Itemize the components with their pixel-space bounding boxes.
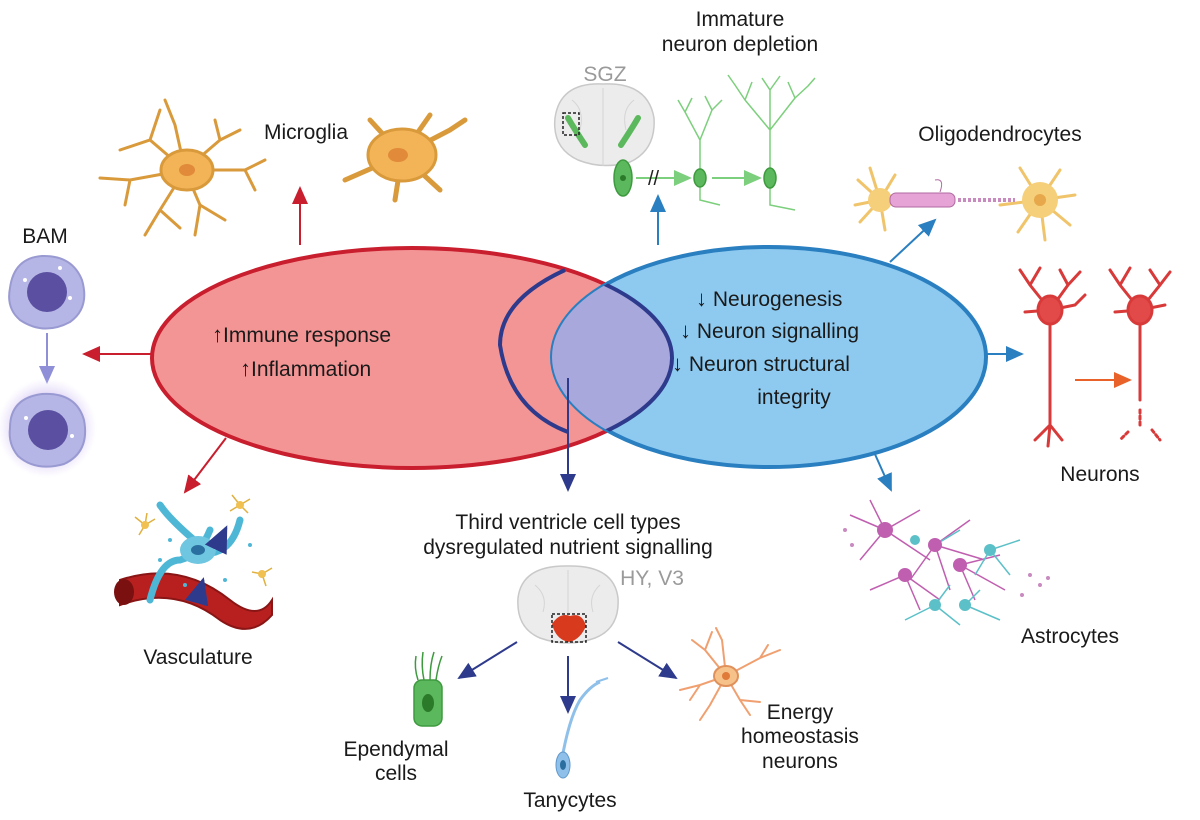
bam-icon xyxy=(8,254,86,330)
arrow-to-vasculature xyxy=(183,437,227,494)
down-arrow-icon: ↓ xyxy=(696,286,707,311)
down-arrow-icon: ↓ xyxy=(680,318,691,343)
label-ependymal-2: cells xyxy=(374,762,417,785)
arrow-to-ependymal xyxy=(457,641,518,680)
ellipse-item-inflammation: ↑Inflammation xyxy=(240,356,372,381)
ellipse-item-immune: ↑Immune response xyxy=(212,322,392,347)
ellipse-item-neuron-structural: ↓ Neuron structural xyxy=(672,351,850,376)
label-astrocytes: Astrocytes xyxy=(1020,625,1120,648)
label-sgz: SGZ xyxy=(583,63,627,86)
label-neurons: Neurons xyxy=(1060,463,1140,486)
ellipse-item-neuron-signalling: ↓ Neuron signalling xyxy=(680,318,860,343)
blocked-mark: // xyxy=(648,168,660,190)
label-third-ventricle-1: Third ventricle cell types xyxy=(455,511,681,534)
label-bam: BAM xyxy=(22,225,68,248)
bam-activated-icon xyxy=(0,378,97,478)
ellipse-item-integrity: integrity xyxy=(757,386,831,409)
brain-section-icon-hy xyxy=(517,565,619,644)
immature-neuron-icon xyxy=(613,74,816,211)
oligodendrocyte-icon xyxy=(853,166,1077,242)
brain-section-icon-sgz xyxy=(553,83,655,167)
arrow-to-energy-neurons xyxy=(617,641,678,680)
label-energy-3: neurons xyxy=(762,750,838,773)
tanycyte-icon xyxy=(555,677,609,779)
label-microglia: Microglia xyxy=(263,121,349,144)
vasculature-icon xyxy=(114,494,273,630)
microglia-activated-icon xyxy=(342,112,468,203)
microglia-icon xyxy=(98,98,267,237)
label-ependymal-1: Ependymal xyxy=(343,738,449,761)
label-immature-2: neuron depletion xyxy=(661,33,819,56)
energy-neuron-icon xyxy=(679,627,781,721)
ellipse-item-neurogenesis: ↓ Neurogenesis xyxy=(696,286,843,311)
label-energy-1: Energy xyxy=(766,701,834,724)
overlap-region xyxy=(552,247,674,467)
label-immature-1: Immature xyxy=(695,8,785,31)
astrocyte-icon xyxy=(843,499,1050,626)
label-third-ventricle-2: dysregulated nutrient signalling xyxy=(423,536,713,559)
down-arrow-icon: ↓ xyxy=(672,351,683,376)
neuron-icon xyxy=(1018,266,1172,448)
label-vasculature: Vasculature xyxy=(143,646,253,669)
arrow-to-oligodendrocytes xyxy=(889,218,937,263)
label-hy-v3: HY, V3 xyxy=(620,567,684,590)
label-tanycytes: Tanycytes xyxy=(523,789,617,812)
up-arrow-icon: ↑ xyxy=(240,356,251,381)
arrow-to-astrocytes xyxy=(873,451,892,492)
label-energy-2: homeostasis xyxy=(741,725,859,748)
label-oligodendrocytes: Oligodendrocytes xyxy=(918,123,1082,146)
up-arrow-icon: ↑ xyxy=(212,322,223,347)
ependymal-cell-icon xyxy=(413,651,443,727)
